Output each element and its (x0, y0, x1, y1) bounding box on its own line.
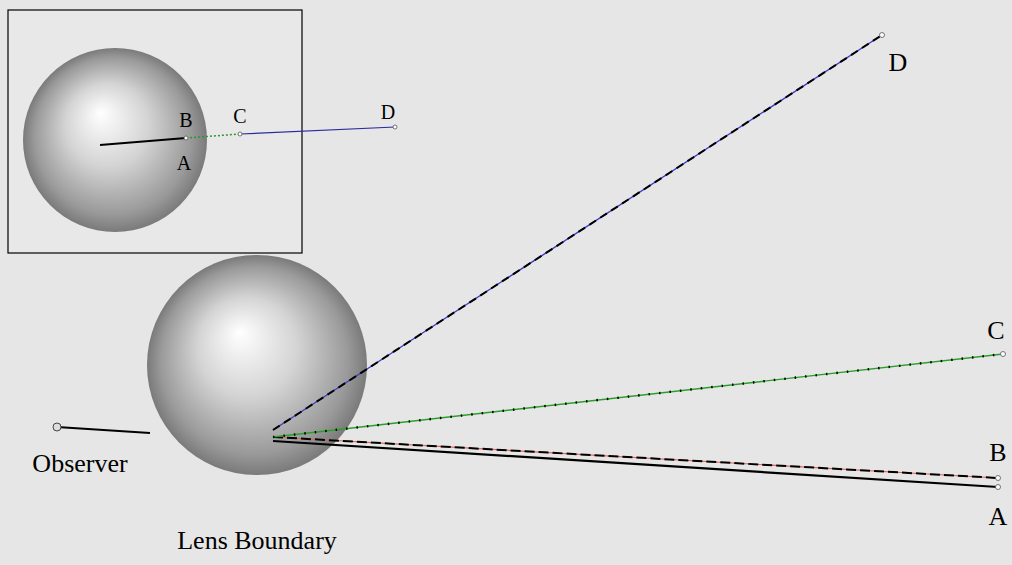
lens-sphere (147, 255, 367, 475)
point-label: A (177, 153, 191, 173)
ray-d (273, 35, 882, 430)
lens-sphere (23, 48, 207, 232)
lens-label: Lens Boundary (177, 528, 337, 554)
inset-view (8, 10, 397, 253)
ray-c (273, 354, 1003, 437)
ray-b (273, 437, 998, 478)
ray-point (393, 125, 397, 129)
ray-b (273, 437, 998, 478)
observer-point (53, 423, 61, 431)
point-label: C (987, 318, 1004, 344)
ray-point (184, 136, 188, 140)
ray-point (238, 132, 242, 136)
ray-point (996, 485, 1001, 490)
observer-ray (57, 427, 150, 433)
point-label: A (989, 504, 1008, 530)
ray-segment (240, 127, 395, 134)
inset-frame (8, 10, 302, 253)
ray-point (996, 476, 1001, 481)
point-label: C (233, 106, 246, 126)
ray-d (273, 35, 882, 430)
point-label: B (179, 110, 192, 130)
ray-a (273, 441, 998, 487)
point-label: B (989, 440, 1006, 466)
ray-segment (186, 134, 240, 138)
observer-label: Observer (32, 451, 127, 477)
point-label: D (381, 102, 395, 122)
ray-point (880, 33, 885, 38)
ray-point (1001, 352, 1006, 357)
point-label: D (889, 50, 908, 76)
ray-segment (100, 138, 186, 145)
ray-c (273, 354, 1003, 437)
